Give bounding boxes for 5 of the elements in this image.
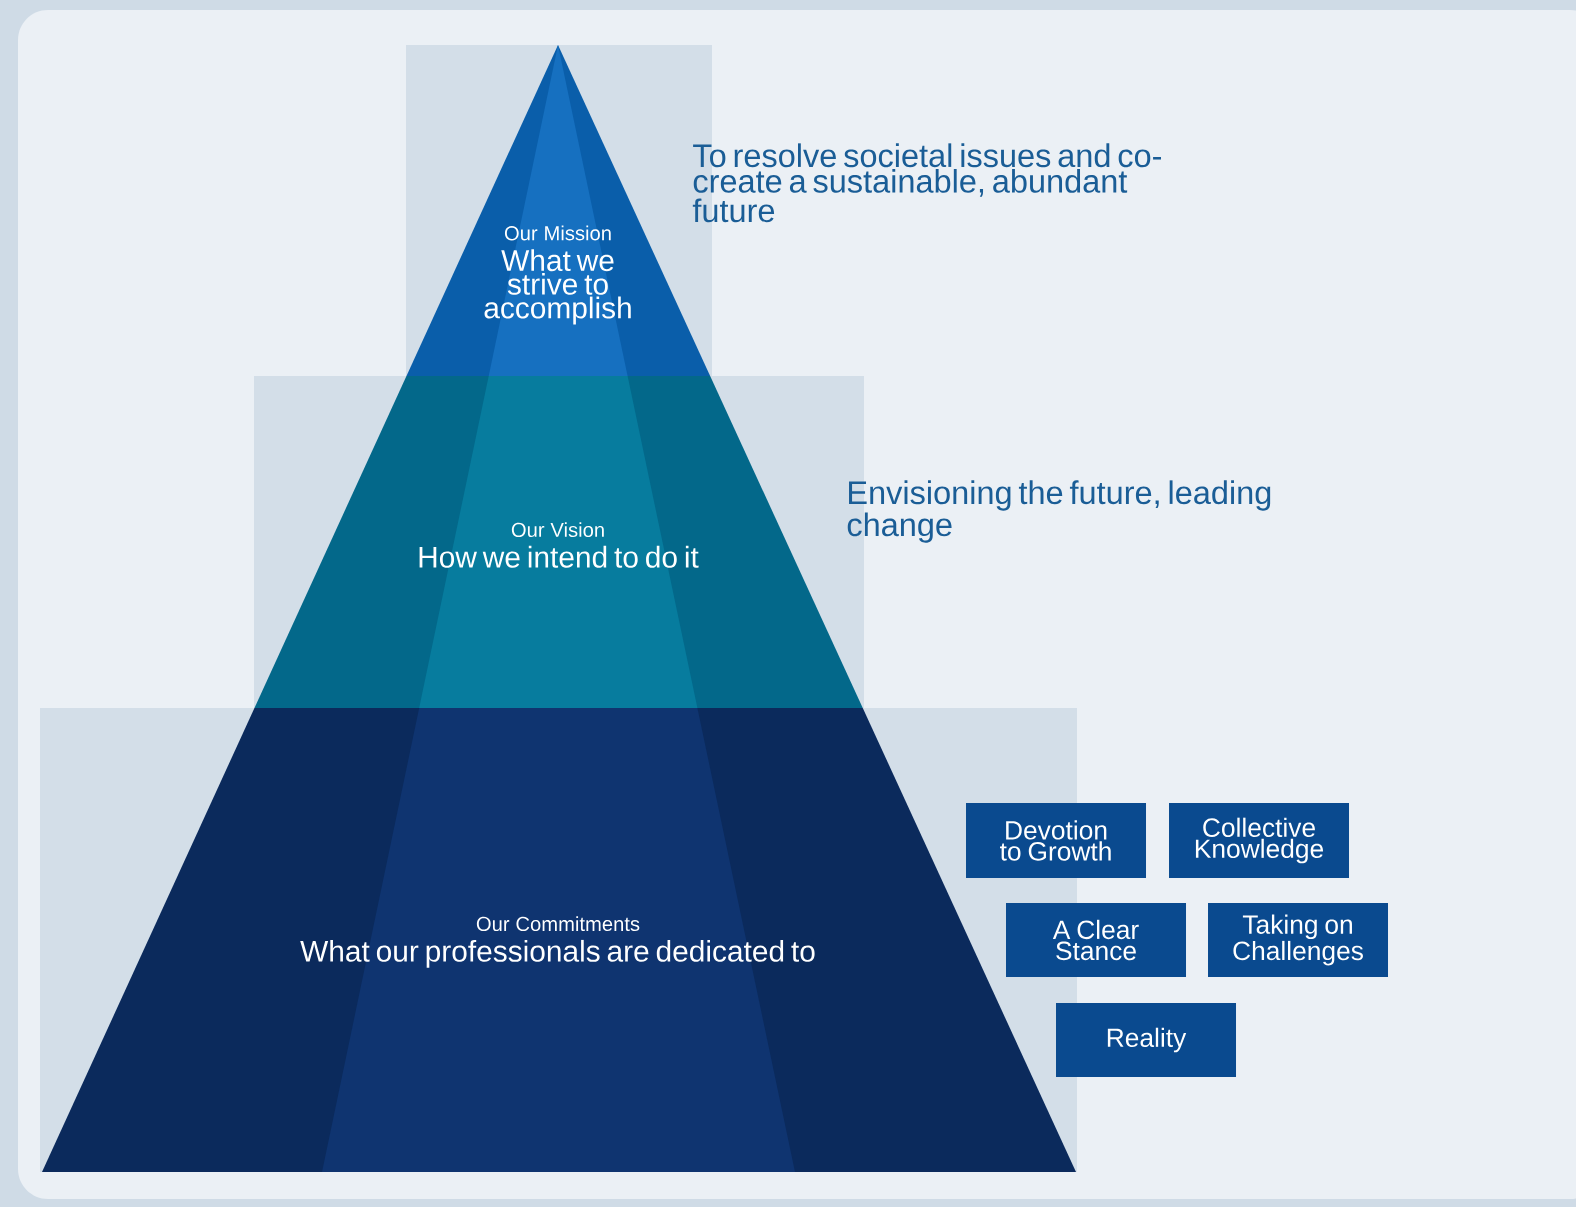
value-box: Taking on Challenges	[1208, 903, 1388, 977]
value-box: Reality	[1056, 1003, 1236, 1077]
value-box: A Clear Stance	[1006, 903, 1186, 977]
value-box: Collective Knowledge	[1169, 803, 1349, 878]
value-box: Devotion to Growth	[966, 803, 1146, 878]
